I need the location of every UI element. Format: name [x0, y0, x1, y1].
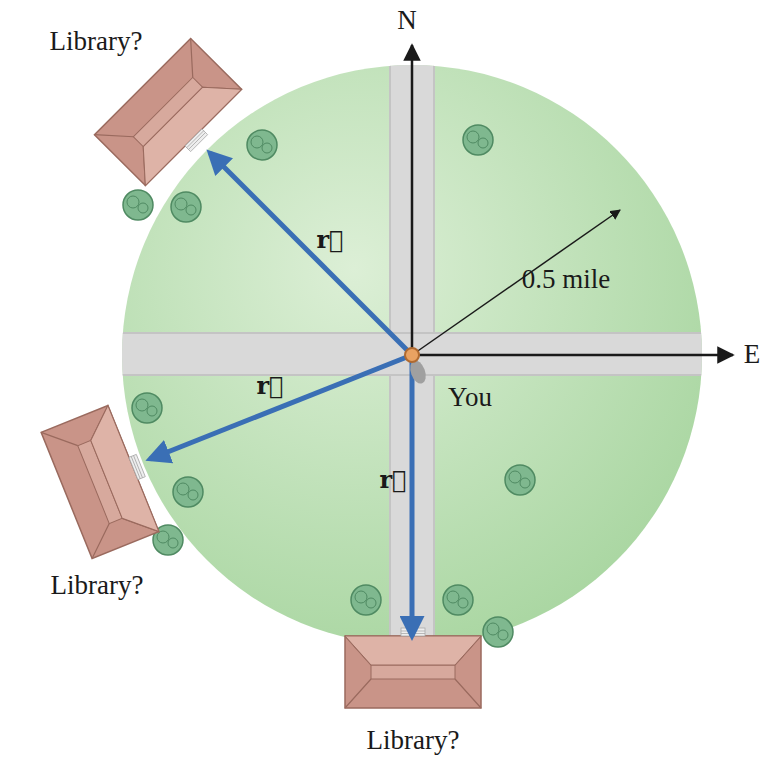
east-axis	[412, 354, 733, 357]
compass-letter: N	[397, 6, 417, 36]
position-label: You	[448, 383, 492, 413]
compass-letter: E	[744, 340, 761, 370]
radius-arrow	[412, 210, 620, 355]
you-figure	[405, 348, 429, 386]
distance-label: 0.5 mile	[522, 265, 611, 295]
building-label: Library?	[51, 571, 144, 601]
building-label: Library?	[367, 726, 460, 756]
building-label: Library?	[50, 27, 143, 57]
position-vectors	[150, 153, 412, 636]
vector-label: r⃗	[256, 373, 283, 399]
north-axis	[411, 45, 414, 355]
bushes	[123, 125, 535, 647]
library-buildings	[41, 38, 481, 708]
vector-label: r⃗	[316, 227, 343, 253]
vector-label: r⃗	[379, 467, 406, 493]
